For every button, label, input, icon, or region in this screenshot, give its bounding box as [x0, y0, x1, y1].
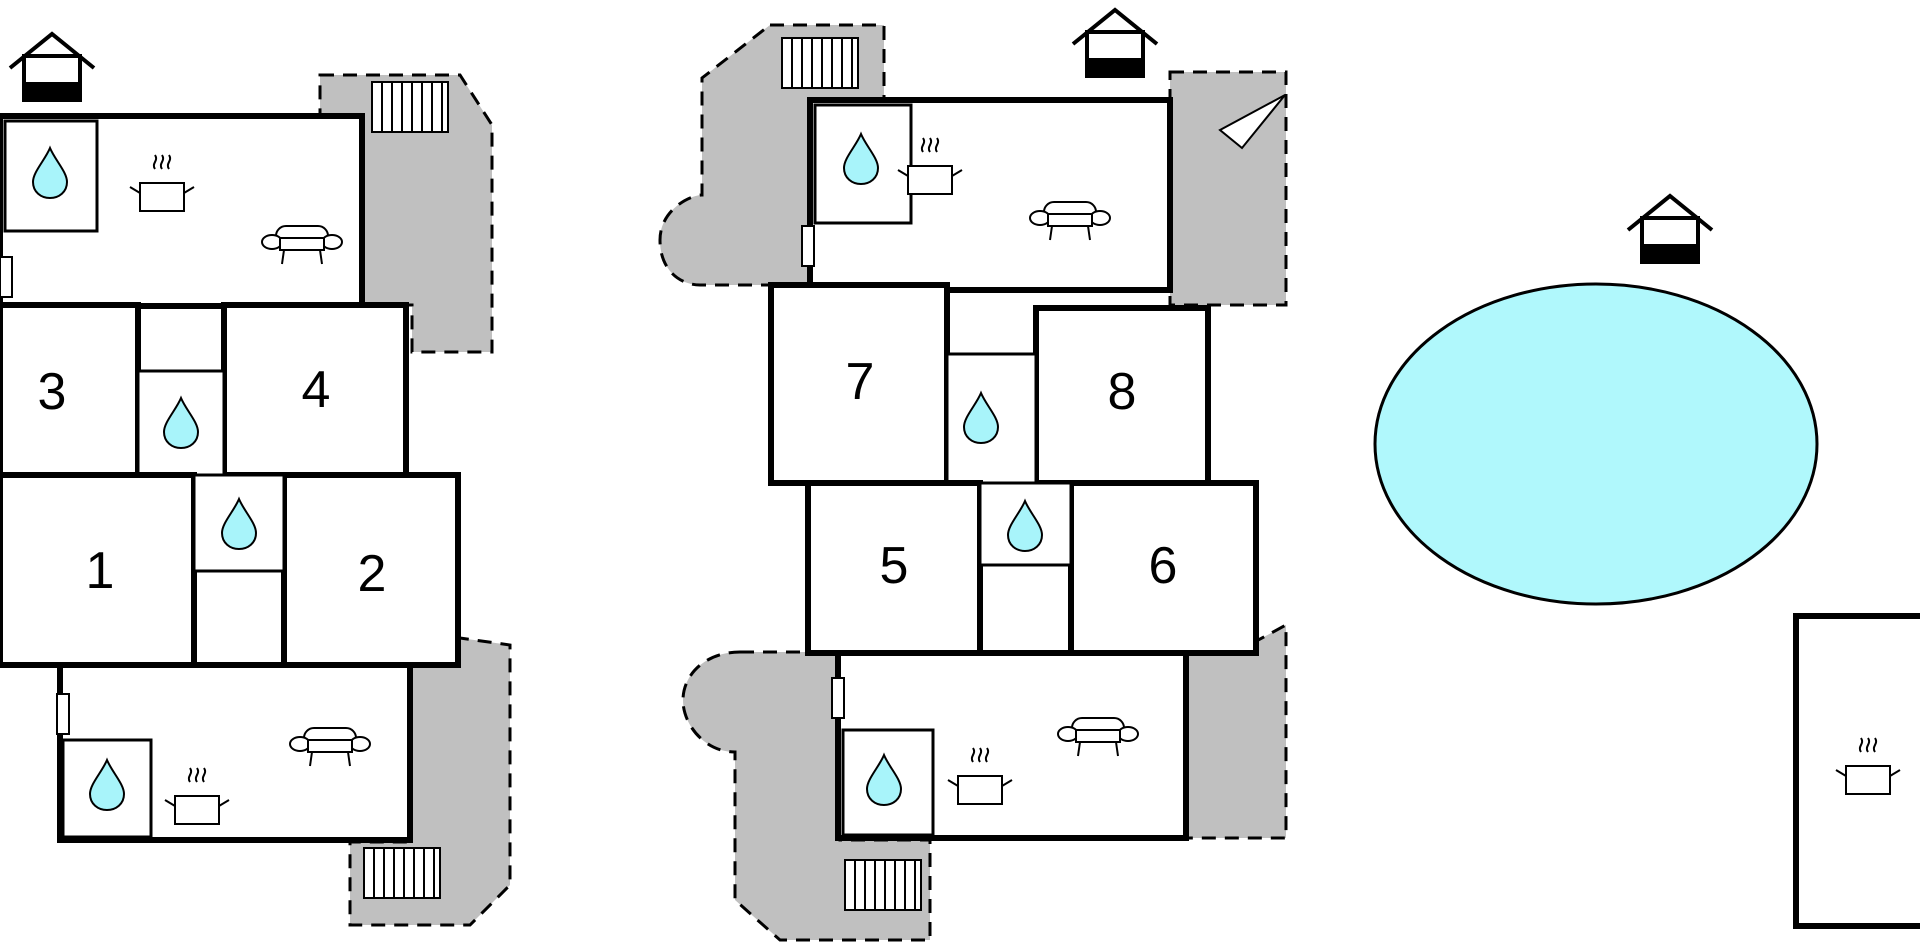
door-icon [0, 256, 13, 298]
room-number-2: 2 [358, 545, 387, 603]
room-number-4: 4 [302, 361, 331, 419]
house-icon [8, 32, 96, 102]
swimming-pool [1373, 282, 1819, 606]
triangle-icon [1218, 94, 1286, 150]
stairs-icon [781, 37, 859, 89]
bedroom-5 [805, 480, 983, 656]
stairs-icon [844, 859, 922, 911]
door-icon [801, 225, 815, 267]
middle-house: 7 8 5 6 [658, 8, 1288, 942]
room-number-1: 1 [86, 542, 115, 600]
bedroom-3 [0, 302, 141, 478]
bedroom-6 [1068, 480, 1259, 656]
house-icon [1071, 8, 1159, 78]
room-number-5: 5 [880, 537, 909, 595]
stairs-icon [363, 847, 441, 899]
door-icon [56, 693, 70, 735]
room-number-7: 7 [846, 353, 875, 411]
left-house: 3 4 1 2 [0, 32, 512, 927]
room-number-8: 8 [1108, 363, 1137, 421]
stairs-icon [371, 81, 449, 133]
pool-area [1373, 194, 1920, 929]
door-icon [831, 677, 845, 719]
terrace-top-left [658, 23, 886, 287]
room-number-6: 6 [1149, 537, 1178, 595]
bedroom-4 [221, 302, 409, 478]
house-icon [1626, 194, 1714, 264]
terrace-bottom-right [1183, 622, 1288, 840]
room-number-3: 3 [38, 363, 67, 421]
